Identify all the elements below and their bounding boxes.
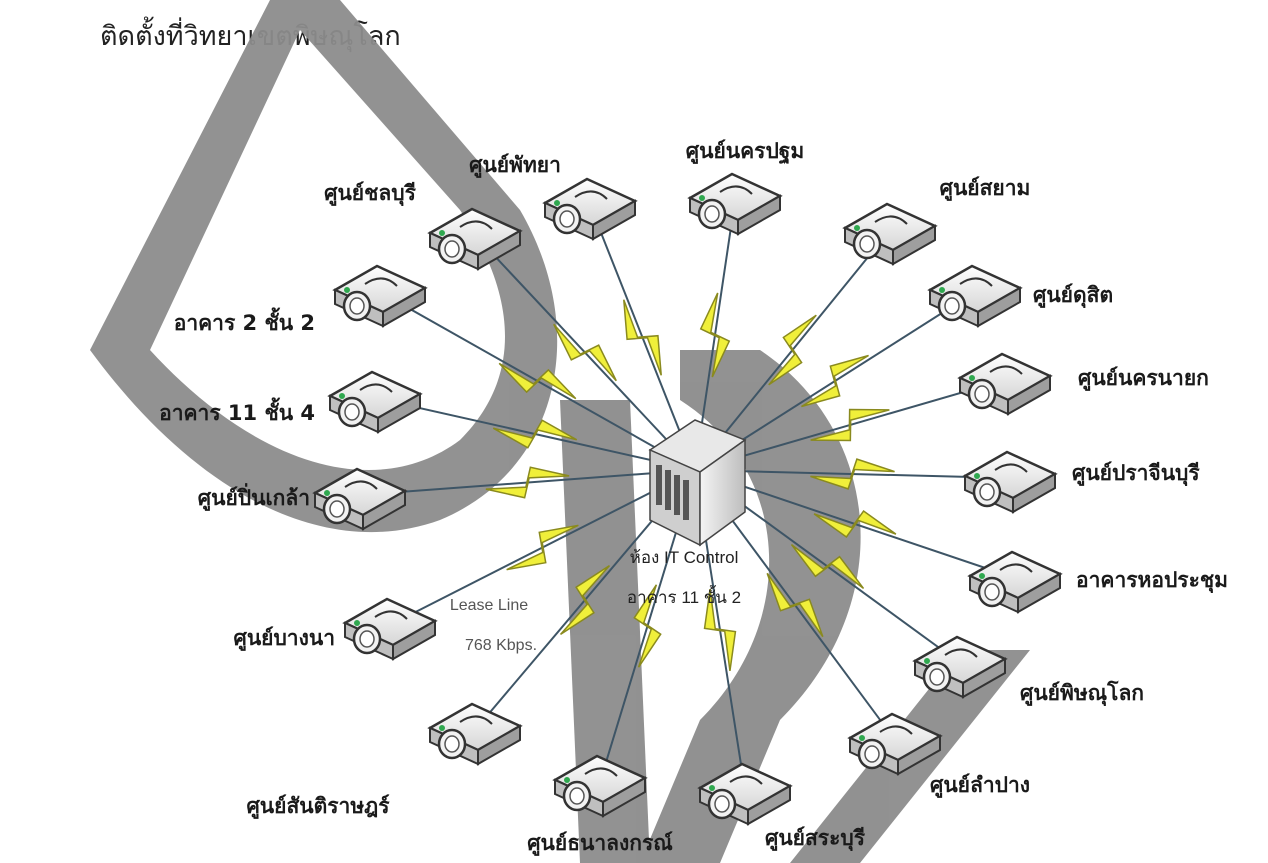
projector-icon-lampang	[847, 712, 943, 776]
site-label-phitsanulok: ศูนย์พิษณุโลก	[1020, 680, 1144, 707]
lightning-icon-nakhonnayok	[810, 408, 890, 442]
lightning-icon-building11-floor4	[492, 419, 578, 449]
projector-icon-nakhonpathom	[687, 172, 783, 236]
lightning-icon-phitsanulok	[790, 544, 865, 589]
link-type-label: Lease Line	[450, 597, 528, 614]
projector-icon-pinklao	[312, 467, 408, 531]
lightning-icon-prachinburi	[810, 458, 895, 490]
site-label-pattaya: ศูนย์พัทยา	[469, 153, 561, 179]
lightning-icon-pattaya	[623, 299, 662, 376]
lightning-icon-saraburi	[703, 588, 737, 672]
site-label-building11-floor4: อาคาร 11 ชั้น 4	[159, 397, 315, 425]
site-label-thanalongkorn: ศูนย์ธนาลงกรณ์	[527, 831, 673, 857]
projector-icon-nakhonnayok	[957, 352, 1053, 416]
projector-icon-thanalongkorn	[552, 754, 648, 818]
lightning-icon-lampang	[766, 572, 824, 638]
site-label-prachinburi: ศูนย์ปราจีนบุรี	[1072, 461, 1200, 487]
projector-icon-dusit	[927, 264, 1023, 328]
site-label-nakhonnayok: ศูนย์นครนายก	[1078, 366, 1209, 392]
site-label-building2-floor2: อาคาร 2 ชั้น 2	[174, 307, 315, 335]
device-layer	[312, 172, 1063, 826]
lightning-icon-siam	[768, 314, 817, 386]
projector-icon-saraburi	[697, 762, 793, 826]
lightning-icon-building2-floor2	[498, 362, 577, 400]
site-label-nakhonpathom: ศูนย์นครปฐม	[686, 139, 804, 165]
hub-label-building: อาคาร 11 ชั้น 2	[627, 585, 741, 607]
projector-icon-phitsanulok	[912, 635, 1008, 699]
site-label-santirat: ศูนย์สันติราษฎร์	[246, 794, 390, 820]
lightning-icon-dusit	[801, 354, 869, 408]
site-label-lampang: ศูนย์ลำปาง	[930, 773, 1030, 799]
hub-server-icon	[648, 419, 747, 547]
lightning-icon-nakhonpathom	[699, 292, 731, 378]
lightning-icon-chonburi	[553, 323, 617, 382]
lightning-icon-bangna	[506, 524, 579, 571]
lightning-icon-thanalongkorn	[633, 584, 662, 668]
site-label-saraburi: ศูนย์สระบุรี	[765, 826, 866, 852]
lightning-icon-meeting-hall	[813, 510, 897, 538]
projector-icon-building11-floor4	[327, 370, 423, 434]
projector-icon-chonburi	[427, 207, 523, 271]
projector-icon-pattaya	[542, 177, 638, 241]
projector-icon-building2-floor2	[332, 264, 428, 328]
site-label-siam: ศูนย์สยาม	[940, 176, 1031, 202]
hub-label-room: ห้อง IT Control	[630, 548, 739, 567]
lightning-icon-pinklao	[485, 466, 570, 499]
link-speed-label: 768 Kbps.	[465, 637, 537, 654]
site-label-chonburi: ศูนย์ชลบุรี	[324, 181, 416, 207]
projector-icon-siam	[842, 202, 938, 266]
projector-icon-meeting-hall	[967, 550, 1063, 614]
site-label-layer: ศูนย์ชลบุรี ศูนย์พัทยา ศูนย์นครปฐมศูนย์สยา…	[159, 139, 1228, 857]
site-label-meeting-hall: อาคารหอประชุม	[1076, 568, 1228, 594]
projector-icon-prachinburi	[962, 450, 1058, 514]
lightning-icon-santirat	[559, 565, 611, 635]
projector-icon-bangna	[342, 597, 438, 661]
projector-icon-santirat	[427, 702, 523, 766]
site-label-pinklao: ศูนย์ปิ่นเกล้า	[198, 482, 310, 512]
site-label-dusit: ศูนย์ดุสิต	[1033, 283, 1113, 309]
site-label-bangna: ศูนย์บางนา	[233, 626, 335, 652]
